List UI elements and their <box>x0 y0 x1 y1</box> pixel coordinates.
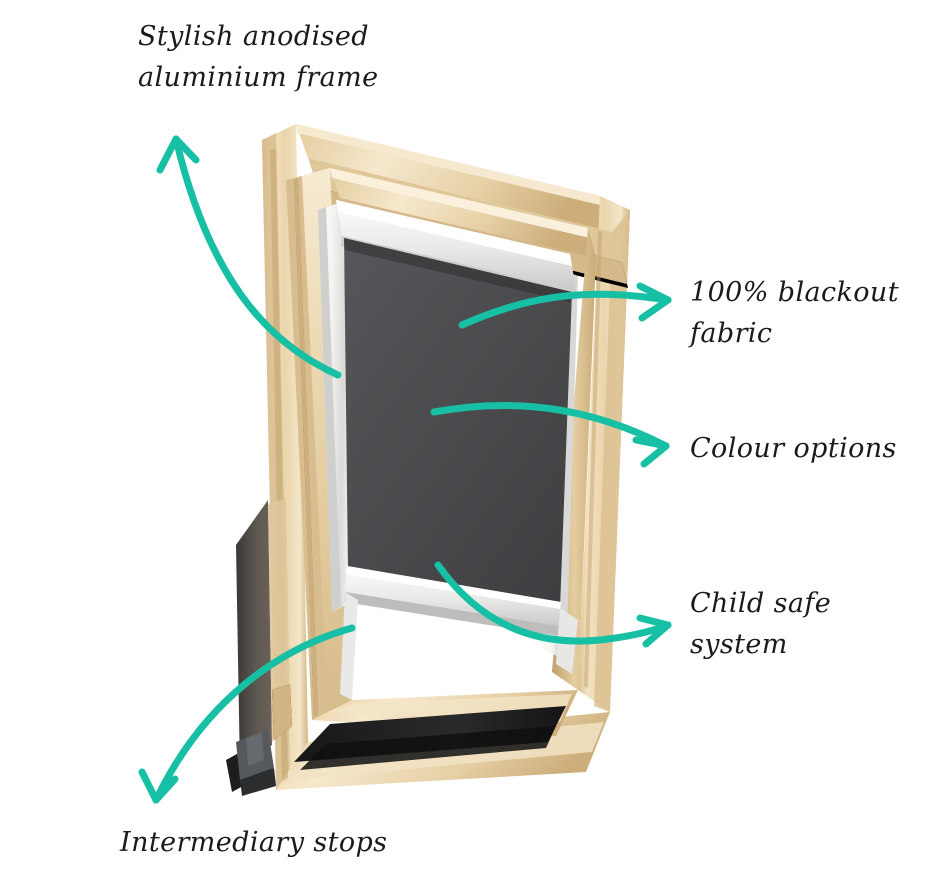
weather-seal <box>294 706 566 770</box>
callout-label-intermediary-stops: Intermediary stops <box>120 827 388 858</box>
callout-label-fabric: 100% blackout fabric <box>690 277 899 350</box>
callout-label-frame: Stylish anodised aluminium frame <box>138 21 379 94</box>
blackout-fabric-panel <box>344 238 572 608</box>
callout-label-child-safe: Child safe system <box>690 588 832 661</box>
callout-label-colour-options: Colour options <box>690 433 897 464</box>
